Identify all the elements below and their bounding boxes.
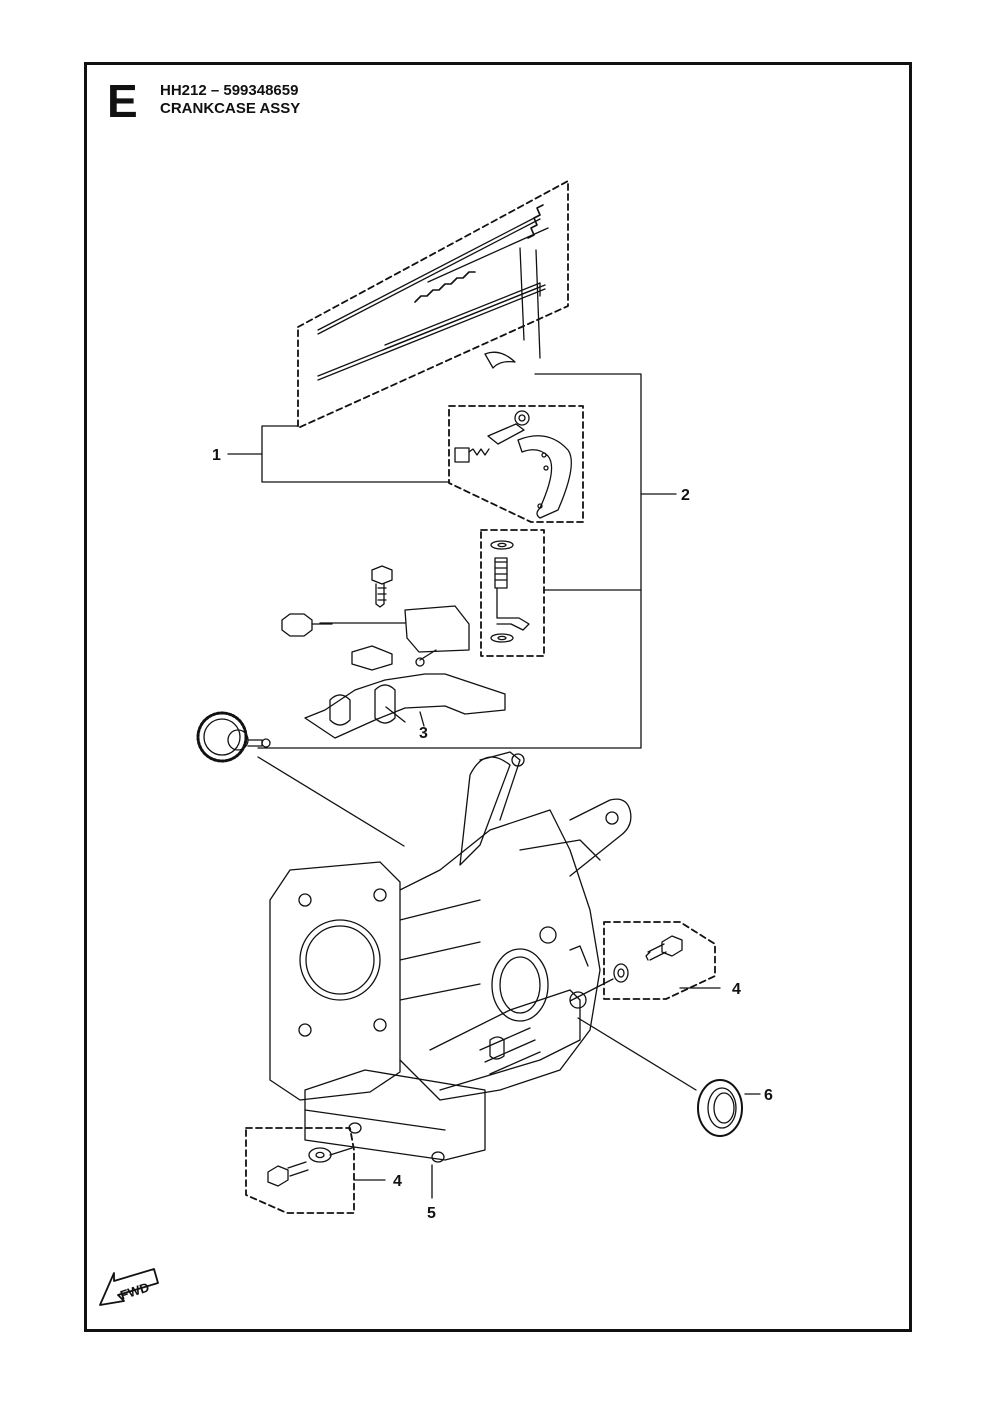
bolt-washer-right: [603, 921, 716, 1000]
page-frame: [84, 62, 912, 1332]
callout-6: 6: [764, 1087, 773, 1104]
model-number: HH212 – 599348659: [160, 82, 299, 99]
governor-shaft-assembly: [480, 529, 545, 657]
oil-seal: [697, 1079, 743, 1137]
callout-4-right: 4: [732, 981, 741, 998]
callout-5: 5: [427, 1205, 436, 1222]
spring-kit-dashed-box: [297, 180, 569, 429]
section-letter: E: [107, 75, 138, 127]
governor-gear: [196, 711, 271, 763]
callout-4-left: 4: [393, 1173, 402, 1190]
lower-spring: [414, 271, 476, 303]
governor-lever-assembly: [281, 565, 506, 739]
fwd-label: FWD: [118, 1279, 151, 1302]
spring-rod-kit: [297, 180, 569, 429]
crankcase-body: [269, 751, 632, 1163]
governor-arm-dashed-box: [448, 405, 584, 523]
governor-shaft-dashed-box: [480, 529, 545, 657]
bolt-kit-right-dashed-box: [603, 921, 716, 1000]
callout-2: 2: [681, 487, 690, 504]
clip: [484, 351, 516, 369]
bolt-washer-left: [245, 1127, 355, 1214]
forward-arrow-icon: [99, 1268, 159, 1306]
callout-1: 1: [212, 447, 221, 464]
assembly-title: CRANKCASE ASSY: [160, 100, 301, 117]
governor-arm-assembly: [448, 405, 584, 523]
callout-3: 3: [419, 725, 428, 742]
bolt-kit-left-dashed-box: [245, 1127, 355, 1214]
